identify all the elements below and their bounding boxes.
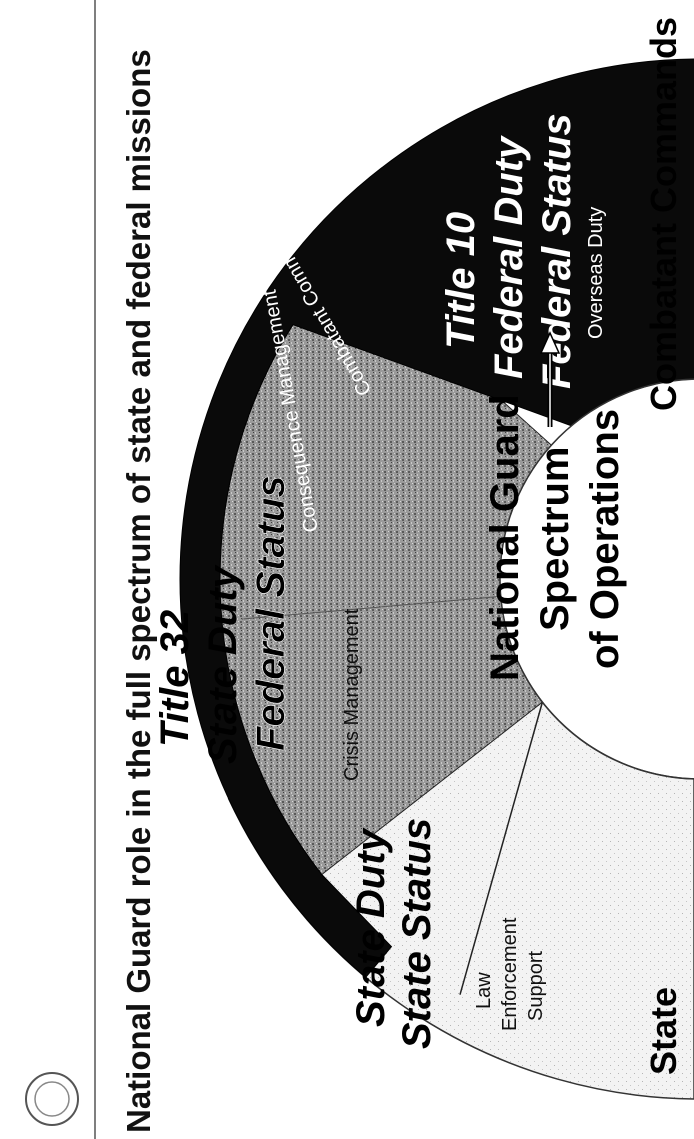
title10-segment [179,58,694,979]
crisis-management-label: Crisis Management [341,608,363,781]
title10-label: Title 10 [439,212,483,349]
bottom-state-label: State [643,987,684,1075]
inner-ring-outline [499,378,694,780]
logo-seal-icon [25,1072,79,1126]
support-label: Support [525,951,547,1021]
center-line-1: National Guard [483,394,527,681]
enforcement-label: Enforcement [499,917,521,1031]
state-status-label: State Status [395,818,439,1049]
state-duty-label: State Duty [349,827,393,1027]
arrow-icon [539,331,561,427]
center-line-2: Spectrum [533,447,577,632]
title10-federal-duty-label: Federal Duty [487,135,531,379]
bottom-combatant-label: Combatant Commands [643,17,684,411]
consequence-divider [241,595,501,620]
center-line-3: of Operations [583,409,627,669]
title32-state-duty-label: State Duty [201,564,245,764]
law-label: Law [473,972,495,1009]
title10-federal-status-label: Federal Status [535,113,579,389]
title32-federal-status-label: Federal Status [249,475,293,751]
overseas-duty-label: Overseas Duty [585,207,607,339]
title32-label: Title 32 [153,610,197,747]
slide-title: National Guard role in the full spectrum… [120,49,157,1133]
crisis-divider [459,701,544,995]
